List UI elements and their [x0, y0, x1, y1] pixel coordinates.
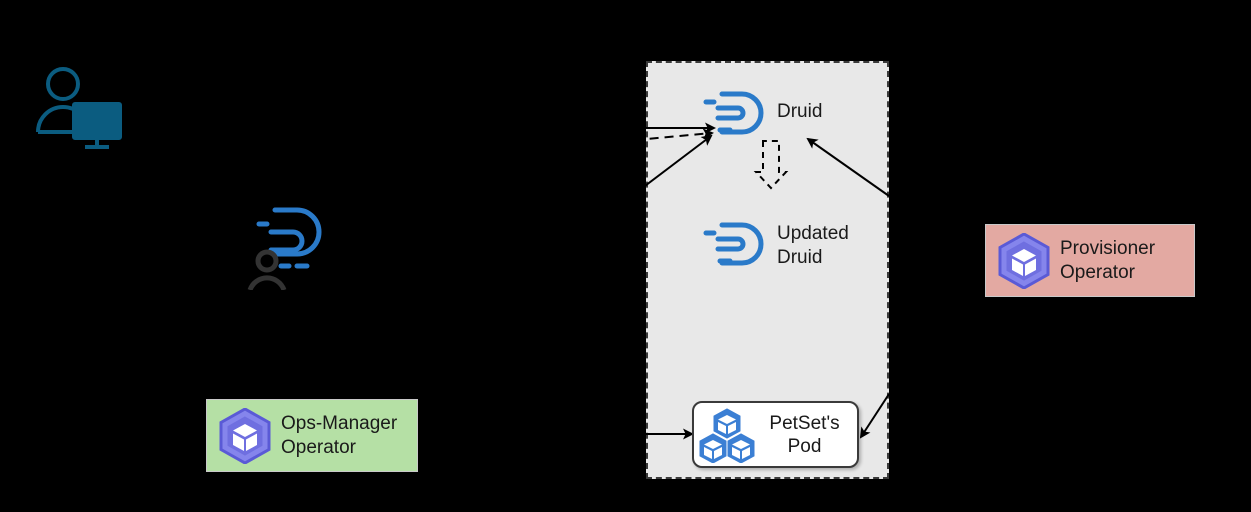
- operator-hexagon-icon: [998, 232, 1050, 289]
- updated-druid-logo-icon: [703, 222, 764, 266]
- druid-with-user-icon: [247, 207, 322, 290]
- updated-druid-node-label: Updated Druid: [777, 223, 849, 268]
- druid-logo-icon: [703, 91, 764, 135]
- operator-hexagon-icon: [219, 407, 271, 464]
- ops-manager-operator-node[interactable]: Ops-Manager Operator: [206, 399, 418, 472]
- provisioner-operator-label: Provisioner Operator: [1060, 237, 1156, 283]
- ops-manager-operator-label: Ops-Manager Operator: [281, 412, 398, 458]
- kubernetes-pod-cubes-icon: [699, 407, 755, 463]
- petset-pod-node[interactable]: PetSet's Pod: [692, 401, 859, 468]
- druid-node-label: Druid: [777, 101, 823, 122]
- petset-pod-label: PetSet's Pod: [769, 412, 840, 457]
- user-at-computer-icon: [36, 67, 122, 149]
- provisioner-operator-node[interactable]: Provisioner Operator: [985, 224, 1195, 297]
